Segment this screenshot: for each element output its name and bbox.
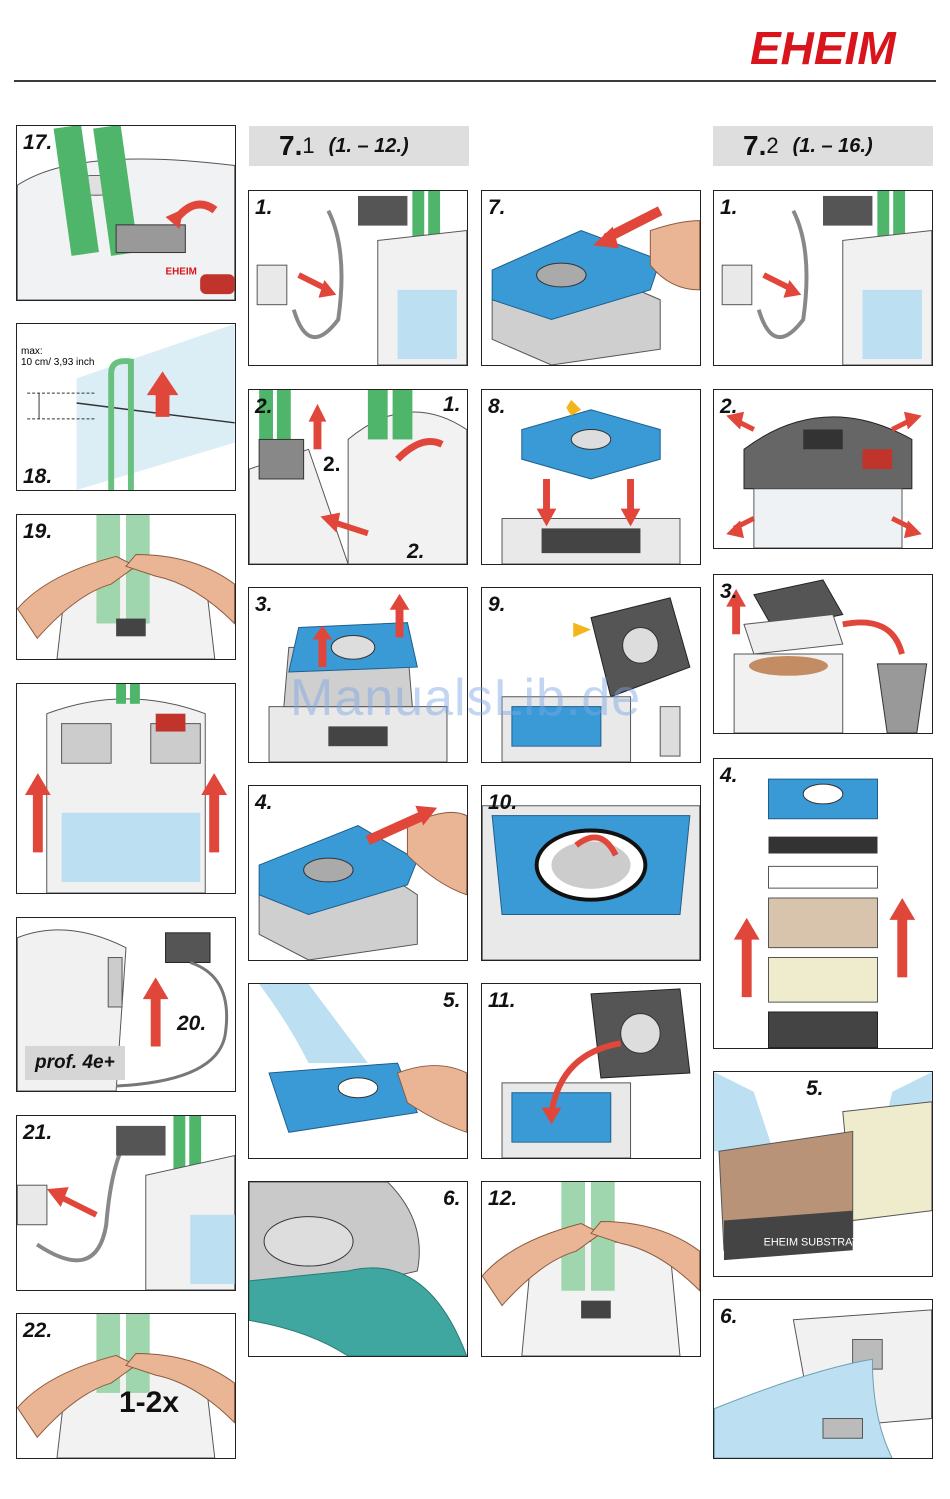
header-7-1-sub: 1 [302,133,314,159]
step-number: 19. [23,521,52,542]
plug-disconnect-illustration [249,191,467,365]
step-number: 9. [488,594,506,615]
step-number: 4. [255,792,273,813]
step-number: 5. [443,990,461,1011]
repeat-count: 1-2x [119,1386,179,1420]
svg-text:EHEIM: EHEIM [166,266,197,277]
step-number: 1. [255,197,273,218]
max-label: max: [21,346,43,357]
watermark: ManualsLib.de [290,668,641,728]
step-number: 3. [255,594,273,615]
step-7-2-4-panel: 4. [713,758,933,1049]
model-badge-text: prof. 4e+ [35,1053,115,1072]
step-number: 7. [488,197,506,218]
max-value: 10 cm/ 3,93 inch [21,357,94,368]
svg-text:EHEIM SUBSTRAT pro: EHEIM SUBSTRAT pro [764,1236,877,1248]
squeeze-pad-72-illustration [714,1300,932,1458]
pull-pad-illustration [249,786,467,960]
step-number: 12. [488,1188,517,1209]
step-7-1-1-panel: 1. [248,190,468,366]
step-7-2-5-panel: EHEIM SUBSTRAT pro 5. [713,1071,933,1277]
step-7-2-2-panel: 2. [713,389,933,549]
step-number: 11. [488,990,516,1011]
step-7-1-10-panel: 10. [481,785,701,961]
sub-step-number: 2. [407,541,425,562]
rinse-media-illustration: EHEIM SUBSTRAT pro [714,1072,932,1276]
sub-step-number: 2. [323,454,341,475]
logo-text: EHEIM [750,22,897,70]
step-7-1-12-panel: 12. [481,1181,701,1357]
step-17-panel: EHEIM 17. [16,125,236,301]
step-number: 1. [720,197,738,218]
header-7-2-range: (1. – 16.) [793,135,873,158]
step-number: 6. [443,1188,461,1209]
header-7-1-range: (1. – 12.) [329,135,409,158]
step-19b-panel [16,683,236,894]
step-number: 17. [23,132,52,153]
step-7-1-11-panel: 11. [481,983,701,1159]
step-7-2-3-panel: 3. [713,574,933,734]
step-number: 21. [23,1122,52,1143]
filter-fill-illustration [17,684,235,893]
media-stack-illustration [714,759,932,1048]
plug-disconnect-illustration [714,191,932,365]
header-rule [14,80,936,82]
assemble-basket-illustration [482,390,700,564]
step-19-panel: 19. [16,514,236,660]
eheim-logo: EHEIM [750,22,935,70]
header-7-2-number: 7. [743,130,766,162]
valve-release-illustration [249,390,467,564]
section-header-7-1: 7.1 (1. – 12.) [249,126,469,166]
step-number: 18. [23,466,52,487]
step-7-1-7-panel: 7. [481,190,701,366]
step-22-panel: 22. 1-2x [16,1313,236,1459]
step-7-1-4-panel: 4. [248,785,468,961]
step-number: 10. [488,792,517,813]
step-7-2-6-panel: 6. [713,1299,933,1459]
step-21-panel: 21. [16,1115,236,1291]
discard-media-illustration [714,575,932,733]
step-number: 4. [720,765,738,786]
step-number: 3. [720,581,738,602]
header-7-2-sub: 2 [766,133,778,159]
step-18-panel: max: 10 cm/ 3,93 inch 18. [16,323,236,491]
step-number: 8. [488,396,506,417]
step-number: 22. [23,1320,52,1341]
sub-step-number: 1. [443,394,461,415]
step-7-1-6-panel: 6. [248,1181,468,1357]
model-badge: prof. 4e+ [25,1046,125,1080]
step-20-panel: 20. prof. 4e+ [16,917,236,1092]
step-7-2-1-panel: 1. [713,190,933,366]
step-7-1-8-panel: 8. [481,389,701,565]
step-number: 20. [177,1013,206,1034]
step-number: 2. [720,396,738,417]
squeeze-pad-illustration [249,1182,467,1356]
remove-head-illustration [714,390,932,548]
step-7-1-5-panel: 5. [248,983,468,1159]
header-7-1-number: 7. [279,130,302,162]
step-7-1-2-panel: 2. 1. 2. 2. [248,389,468,565]
rinse-pad-illustration [249,984,467,1158]
insert-pad-illustration [482,191,700,365]
step-number: 6. [720,1306,738,1327]
step-number: 5. [806,1078,824,1099]
section-header-7-2: 7.2 (1. – 16.) [713,126,933,166]
step-number: 2. [255,396,273,417]
